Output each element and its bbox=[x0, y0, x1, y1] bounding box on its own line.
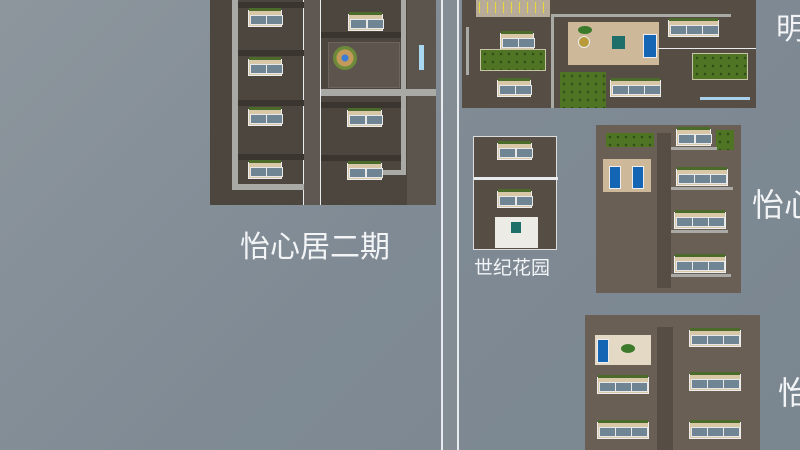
hedge bbox=[321, 155, 401, 161]
lawn bbox=[692, 53, 748, 80]
walkway bbox=[551, 14, 554, 108]
walkway bbox=[232, 0, 238, 190]
fountain-icon bbox=[333, 46, 357, 70]
hedge bbox=[238, 154, 304, 160]
clubhouse[interactable] bbox=[495, 217, 538, 248]
lawn bbox=[606, 133, 654, 147]
building-icon bbox=[612, 36, 625, 49]
block-century-garden[interactable] bbox=[473, 136, 558, 250]
pool-deck[interactable] bbox=[595, 335, 651, 365]
residential-building[interactable] bbox=[497, 189, 533, 208]
residential-building[interactable] bbox=[676, 167, 728, 186]
block-yixin[interactable] bbox=[596, 125, 741, 293]
block-divider bbox=[474, 177, 558, 180]
block-edge bbox=[658, 48, 756, 49]
area-label-yi: 怡 bbox=[778, 374, 800, 412]
residential-building[interactable] bbox=[347, 161, 383, 180]
garden-emblem-icon bbox=[578, 26, 592, 34]
walkway bbox=[671, 274, 731, 277]
block-ming[interactable] bbox=[462, 0, 756, 108]
walkway bbox=[232, 184, 304, 190]
walkway bbox=[401, 0, 406, 175]
residential-building[interactable] bbox=[347, 108, 383, 127]
hedge bbox=[321, 102, 401, 108]
paved-walkway bbox=[657, 133, 671, 288]
residential-building[interactable] bbox=[597, 420, 649, 439]
clubhouse-plaza[interactable] bbox=[568, 22, 659, 65]
walkway bbox=[321, 89, 436, 96]
walkway bbox=[671, 187, 733, 190]
hedge bbox=[238, 2, 304, 8]
residential-building[interactable] bbox=[674, 210, 726, 229]
area-label-yixinju-phase2: 怡心居二期 bbox=[240, 230, 390, 265]
residential-building[interactable] bbox=[348, 12, 384, 31]
walkway bbox=[466, 27, 469, 75]
residential-building[interactable] bbox=[497, 141, 533, 160]
walkway bbox=[551, 14, 731, 17]
water-feature bbox=[419, 45, 424, 70]
residential-building[interactable] bbox=[248, 107, 283, 126]
main-road bbox=[441, 0, 458, 450]
area-label-century-garden: 世纪花园 bbox=[474, 257, 551, 279]
residential-building[interactable] bbox=[689, 328, 741, 347]
road-edge-left bbox=[441, 0, 443, 450]
hedge bbox=[238, 100, 304, 106]
hedge bbox=[321, 32, 401, 38]
residential-building[interactable] bbox=[689, 372, 741, 391]
lawn bbox=[716, 130, 734, 150]
parking-lot bbox=[476, 0, 550, 17]
parking-stripes bbox=[479, 2, 545, 13]
lawn bbox=[480, 49, 546, 71]
swimming-pool bbox=[597, 339, 609, 363]
block-yi[interactable] bbox=[585, 315, 760, 450]
hedge bbox=[238, 50, 304, 56]
side-road bbox=[407, 0, 436, 205]
inner-road-edge bbox=[320, 0, 321, 205]
road-edge-right bbox=[457, 0, 459, 450]
residential-building[interactable] bbox=[497, 78, 532, 97]
walkway bbox=[671, 230, 728, 233]
lawn bbox=[560, 72, 606, 108]
paved-walkway bbox=[657, 327, 673, 450]
residential-building[interactable] bbox=[248, 57, 283, 76]
residential-building[interactable] bbox=[597, 375, 649, 394]
residential-building[interactable] bbox=[610, 78, 661, 97]
sign-icon bbox=[578, 36, 590, 48]
walkway bbox=[380, 170, 406, 175]
residential-building[interactable] bbox=[689, 420, 741, 439]
residential-building[interactable] bbox=[248, 160, 283, 179]
swimming-pool bbox=[632, 166, 644, 189]
residential-building[interactable] bbox=[676, 127, 712, 146]
pool-deck[interactable] bbox=[603, 159, 651, 192]
residential-building[interactable] bbox=[674, 254, 726, 273]
garden-emblem-icon bbox=[621, 344, 635, 353]
residential-building[interactable] bbox=[668, 18, 719, 37]
walkway bbox=[671, 147, 717, 150]
residential-building[interactable] bbox=[248, 8, 283, 27]
building-icon bbox=[511, 222, 521, 233]
swimming-pool bbox=[643, 34, 657, 58]
residential-building[interactable] bbox=[500, 31, 535, 50]
inner-road bbox=[304, 0, 320, 205]
area-label-yixin: 怡心 bbox=[752, 186, 800, 224]
swimming-pool bbox=[609, 166, 621, 189]
area-label-ming: 明 bbox=[776, 12, 800, 47]
water-feature bbox=[700, 97, 750, 100]
plaza[interactable] bbox=[328, 42, 400, 88]
block-yixinju-phase2[interactable] bbox=[210, 0, 436, 205]
